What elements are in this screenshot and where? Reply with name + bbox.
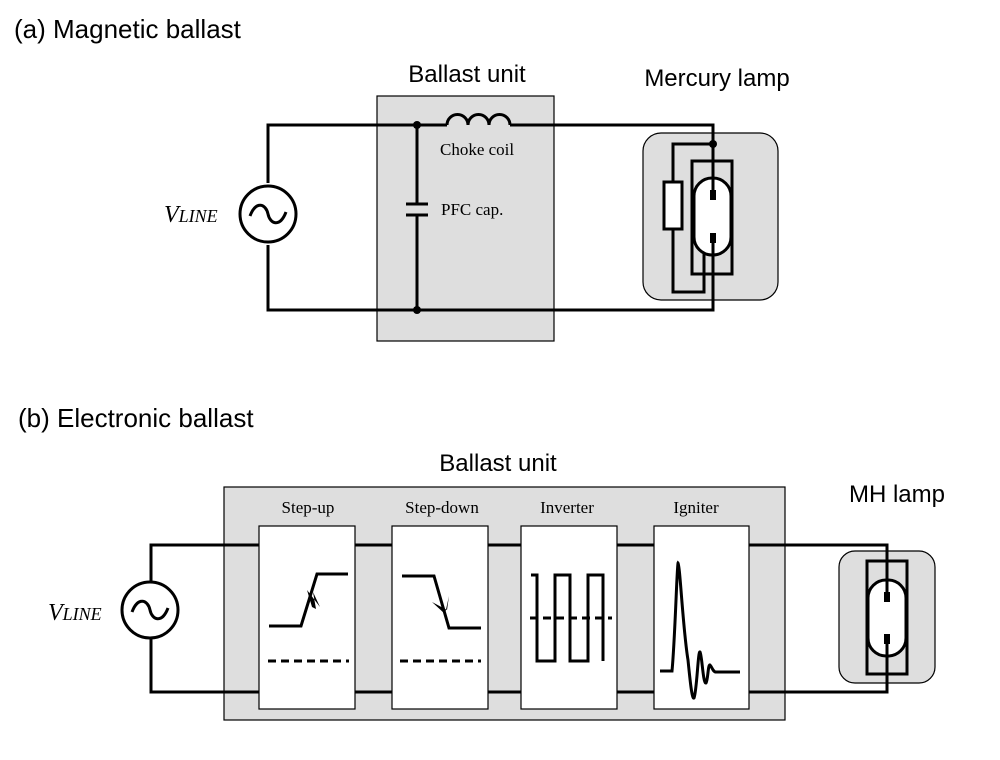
- step-up-waveform-icon: [268, 572, 349, 663]
- choke-coil-label: Choke coil: [440, 140, 514, 159]
- stage-inverter: Inverter: [520, 498, 618, 710]
- choke-coil-icon: [445, 113, 512, 126]
- panel-a-ballast-box: [376, 95, 555, 342]
- panel-b-ballast-title: Ballast unit: [439, 450, 557, 477]
- stage-label: Step-down: [405, 498, 479, 517]
- ac-source-icon: [120, 580, 180, 640]
- stage-label: Igniter: [673, 498, 719, 517]
- stage-label: Step-up: [282, 498, 335, 517]
- panel-a-lamp-title: Mercury lamp: [644, 65, 789, 92]
- stage-label: Inverter: [540, 498, 594, 517]
- stage-step-down: Step-down: [391, 498, 489, 710]
- pfc-cap-label: PFC cap.: [441, 200, 503, 219]
- panel-a-ballast-title: Ballast unit: [408, 61, 526, 88]
- stage-step-up: Step-up: [258, 498, 356, 710]
- panel-a-title: (a) Magnetic ballast: [14, 14, 242, 44]
- junction-dot: [413, 306, 421, 314]
- panel-b-source-label: VLINE: [48, 600, 102, 626]
- square-wave-icon: [530, 573, 612, 663]
- panel-b-lamp-title: MH lamp: [849, 481, 945, 508]
- ac-source-icon: [238, 184, 298, 244]
- pfc-capacitor-icon: [406, 202, 428, 217]
- mh-lamp-icon: [865, 545, 909, 692]
- junction-dot: [413, 121, 421, 129]
- panel-a-source-label: VLINE: [164, 202, 218, 228]
- stage-igniter: Igniter: [653, 498, 750, 710]
- ignition-pulse-icon: [660, 560, 740, 700]
- mercury-lamp-icon: [662, 142, 734, 310]
- step-down-waveform-icon: [400, 574, 481, 663]
- panel-b-title: (b) Electronic ballast: [18, 403, 254, 433]
